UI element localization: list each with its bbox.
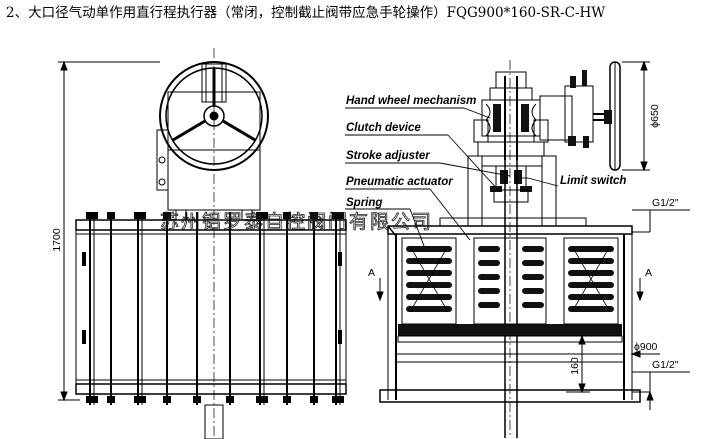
section-markers xyxy=(376,278,644,302)
stroke-dimension xyxy=(566,334,590,394)
actuator-body xyxy=(379,225,641,403)
upper-housing xyxy=(156,91,261,221)
section-marker-left: A xyxy=(368,267,375,279)
stroke-dimension-label: 160 xyxy=(569,357,581,375)
front-view xyxy=(58,48,347,439)
ports xyxy=(632,209,690,410)
section-marker-right: A xyxy=(645,267,652,279)
label-stroke: Stroke adjuster xyxy=(346,150,430,162)
height-dimension xyxy=(58,60,160,402)
page-title: 2、大口径气动单作用直行程执行器（常闭，控制截止阀带应急手轮操作）FQG900*… xyxy=(6,5,606,21)
label-pneumatic: Pneumatic actuator xyxy=(346,176,453,188)
springs xyxy=(406,246,614,312)
body-diameter-label: ϕ900 xyxy=(634,341,658,353)
leader-lines xyxy=(345,107,559,247)
stem-front xyxy=(204,404,224,439)
wheel-diameter-label: ϕ650 xyxy=(649,104,661,128)
wheel-diameter-dimension xyxy=(622,60,650,172)
port-top-label: G1/2" xyxy=(652,197,679,209)
label-spring: Spring xyxy=(346,197,382,209)
body-diameter-dimension xyxy=(630,350,660,358)
handwheel-mechanism xyxy=(481,61,621,171)
spring-cage xyxy=(75,212,347,405)
height-dimension-label: 1700 xyxy=(51,228,63,252)
label-clutch: Clutch device xyxy=(346,122,421,134)
label-limit: Limit switch xyxy=(560,175,626,187)
port-bottom-label: G1/2" xyxy=(652,359,679,371)
section-view xyxy=(345,60,690,438)
hand-wheel xyxy=(159,61,269,171)
label-hand-wheel: Hand wheel mechanism xyxy=(346,95,476,107)
watermark: 苏州铝罗泰自控阀门有限公司 xyxy=(160,211,433,233)
